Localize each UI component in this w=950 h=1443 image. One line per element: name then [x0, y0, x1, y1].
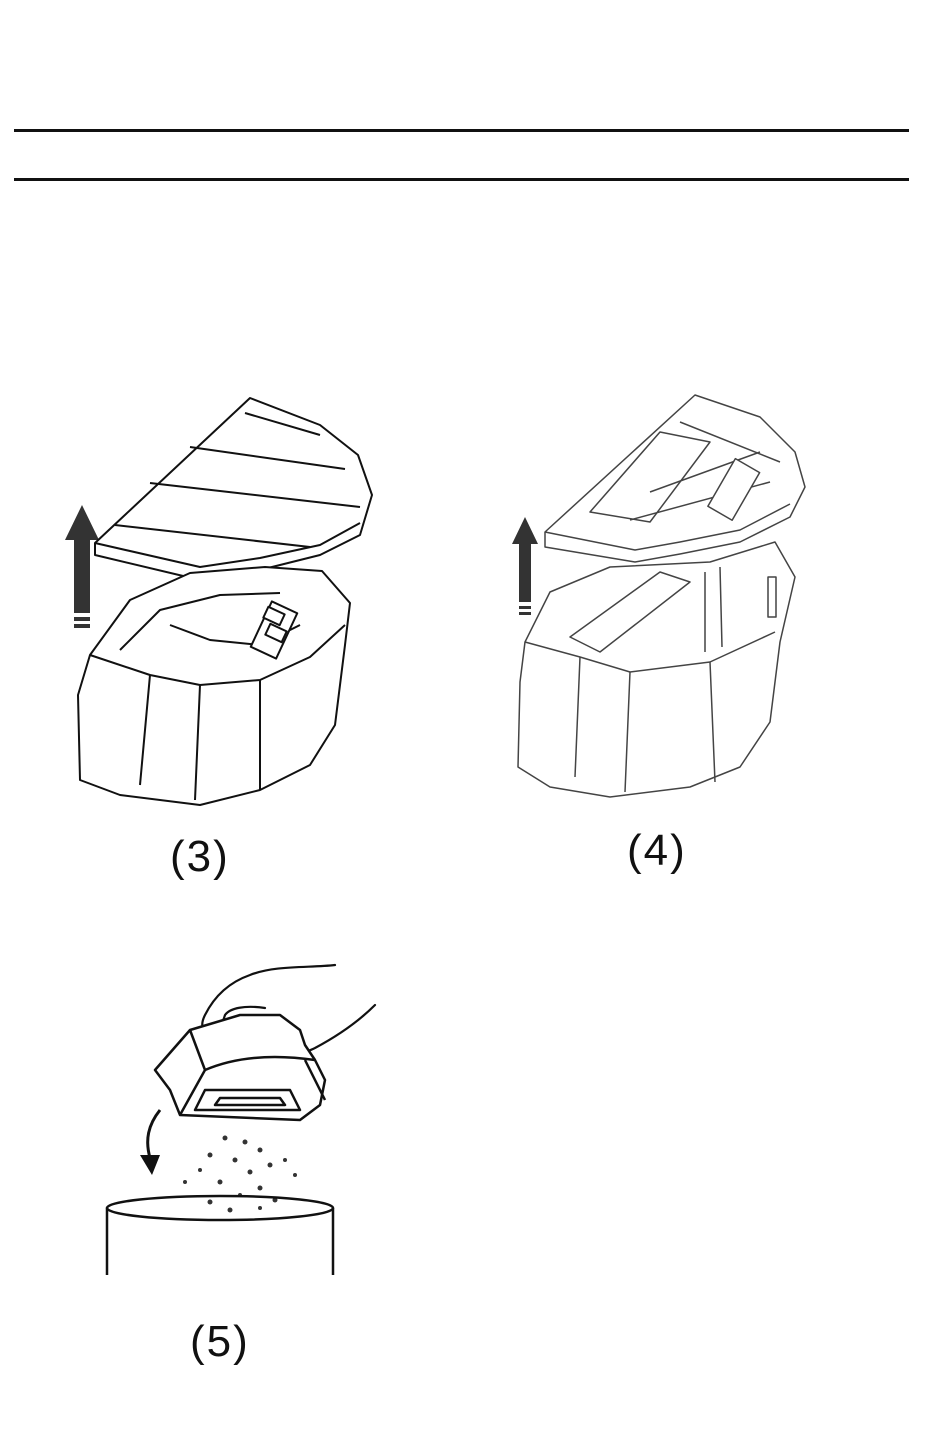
- up-arrow-icon: [65, 505, 99, 628]
- trash-bin: [107, 1196, 333, 1275]
- header-rule-bottom: [14, 178, 909, 181]
- tank-lid: [95, 398, 372, 580]
- figure-3: [60, 395, 380, 815]
- figure-4: [510, 392, 810, 812]
- curved-arrow-icon: [140, 1110, 160, 1175]
- tank-body: [78, 567, 350, 805]
- lift-inner-tray-illustration: [510, 392, 810, 812]
- falling-debris: [183, 1136, 297, 1213]
- figure-5: [100, 960, 390, 1280]
- empty-tray-into-bin-illustration: [100, 960, 390, 1280]
- figure-5-caption: (5): [190, 1317, 250, 1367]
- lift-lid-off-tank-illustration: [60, 395, 380, 815]
- figure-3-caption: (3): [170, 832, 230, 882]
- tray: [155, 1015, 325, 1120]
- up-arrow-icon: [512, 517, 538, 615]
- header-rule-top: [14, 129, 909, 132]
- inner-tray: [545, 395, 805, 562]
- figure-4-caption: (4): [627, 826, 687, 876]
- tank-body: [518, 542, 795, 797]
